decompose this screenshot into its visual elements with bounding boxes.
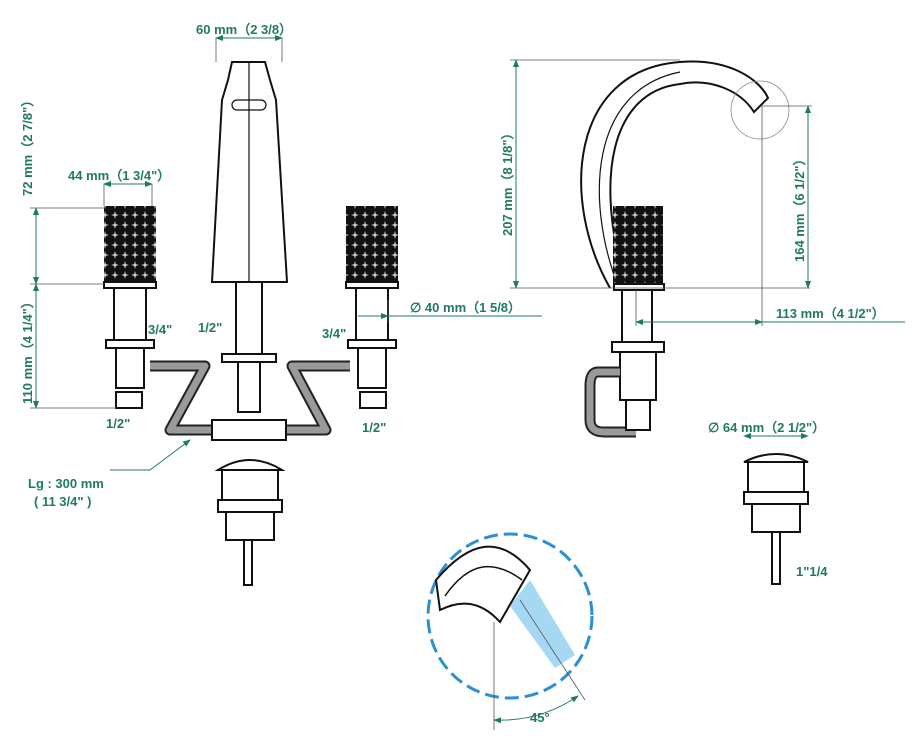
curved-spout (580, 60, 790, 289)
right-thread-top-label: 3/4" (322, 326, 346, 341)
left-thread-top-label: 3/4" (148, 322, 172, 337)
left-thread-bottom-label: 1/2" (106, 416, 130, 431)
left-handle (103, 206, 157, 409)
right-handle (345, 206, 399, 409)
spout-outlet-detail: 45° (426, 532, 594, 730)
hose-length-label: Lg : 300 mm (28, 476, 104, 491)
handle-width-label: 44 mm（1 3/4"） (68, 168, 170, 183)
stem-height-label: 110 mm（4 1/4"） (20, 295, 35, 404)
side-drain (743, 453, 809, 585)
side-view: 207 mm（8 1/8"） 164 mm（6 1/2"） 113 mm（4 1… (500, 59, 905, 585)
spout-reach-label: 113 mm（4 1/2"） (776, 306, 885, 321)
handle-height-label: 72 mm（2 7/8"） (20, 94, 35, 196)
spout-height-label: 164 mm（6 1/2"） (792, 153, 807, 263)
front-view: 60 mm（2 3/8） 44 mm（1 3/4"） 72 mm（2 7/8"）… (20, 22, 542, 586)
connecting-hoses (150, 360, 350, 441)
side-handle (613, 206, 663, 284)
front-drain (214, 459, 286, 586)
right-thread-bottom-label: 1/2" (362, 420, 386, 435)
drain-thread-label: 1"1/4 (796, 564, 828, 579)
drain-diameter-label: ∅ 64 mm（2 1/2"） (708, 420, 825, 435)
spout-width-label: 60 mm（2 3/8） (196, 22, 292, 37)
center-spout (210, 61, 289, 413)
hose-length-inch-label: ( 11 3/4" ) (34, 494, 91, 509)
total-height-label: 207 mm（8 1/8"） (500, 127, 515, 237)
flow-angle-label: 45° (530, 710, 550, 725)
base-diameter-label: ∅ 40 mm（1 5/8） (410, 300, 521, 315)
center-thread-label: 1/2" (198, 320, 222, 335)
